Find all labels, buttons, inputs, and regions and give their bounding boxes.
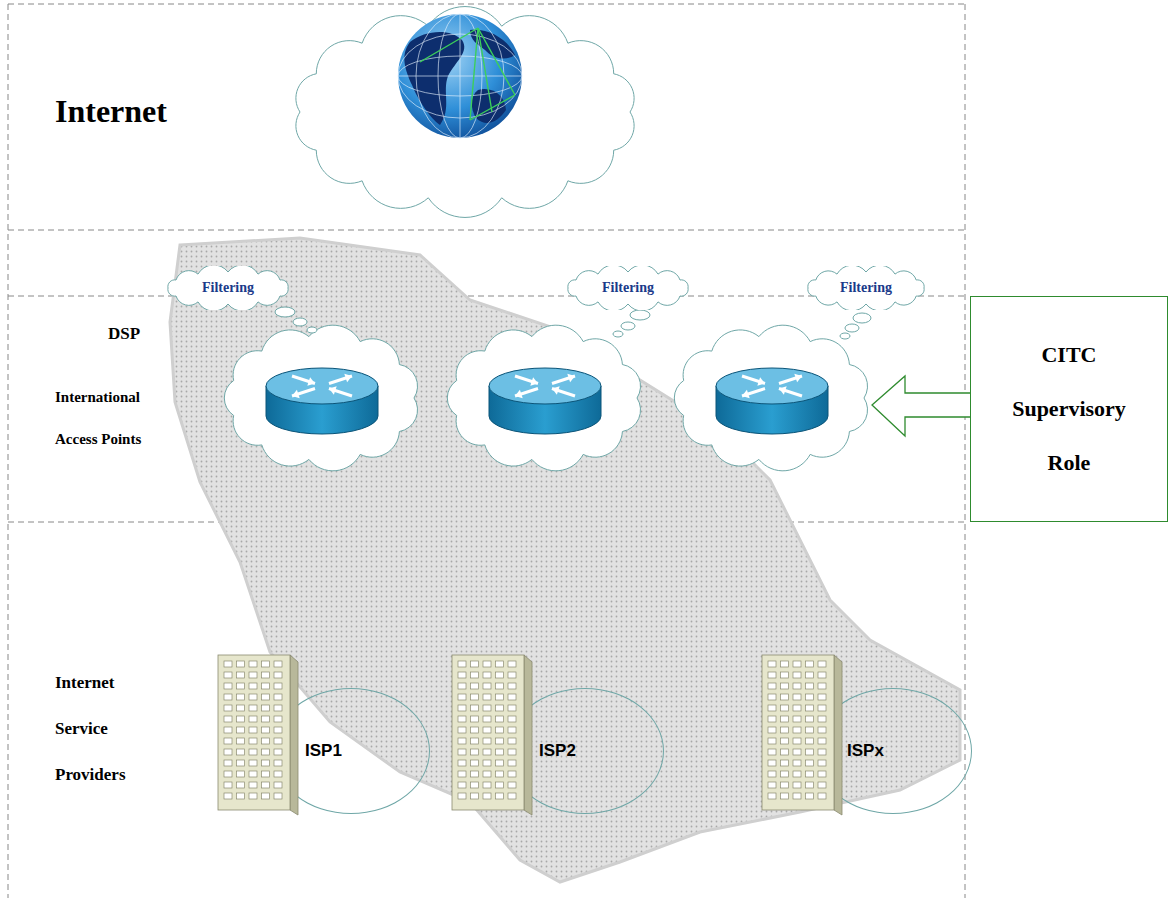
layer-title: International Access Points [55,376,183,460]
layer-title: DSP [108,322,188,346]
layer-title: Internet Service Providers [55,660,167,798]
filtering-cloud: Filtering [160,266,296,310]
isp-label: ISP2 [539,741,576,761]
cloud-path [808,266,924,310]
filtering-cloud: Filtering [800,266,932,310]
thought-bubble [293,318,307,326]
router-icon [716,368,828,434]
cloud-path [168,266,288,310]
cloud-path [568,266,688,310]
thought-bubble [853,313,871,323]
isp-label: ISPx [847,741,884,761]
layer-title: Internet [55,92,255,130]
thought-bubble [613,331,623,337]
router-icon [489,368,601,434]
access-point-cloud [674,325,867,471]
supervisory-box: CITC Supervisory Role [970,296,1168,522]
access-point-cloud [224,325,417,471]
frame-lines [8,4,965,898]
isp-building [762,655,842,815]
supervisory-label: CITC Supervisory Role [994,328,1144,490]
router-icon [266,368,378,434]
filter-label: Filtering [840,280,892,296]
isp-ellipse: ISPx [814,688,972,814]
thought-bubble [307,327,317,333]
supervisory-arrow [872,376,971,436]
globe-icon [398,14,522,138]
thought-bubble [621,322,635,330]
filter-label: Filtering [202,280,254,296]
thought-bubble [840,333,850,339]
thought-bubble [630,310,650,320]
filtering-cloud: Filtering [560,266,696,310]
internet-cloud [296,7,634,218]
thought-bubble [275,307,295,317]
country-map [170,238,960,882]
isp-ellipse: ISP1 [272,688,430,814]
isp-building [452,655,532,815]
isp-building [218,655,298,815]
filter-label: Filtering [602,280,654,296]
isp-ellipse: ISP2 [506,688,664,814]
access-point-cloud [447,325,640,471]
isp-label: ISP1 [305,741,342,761]
thought-bubble [845,324,859,332]
